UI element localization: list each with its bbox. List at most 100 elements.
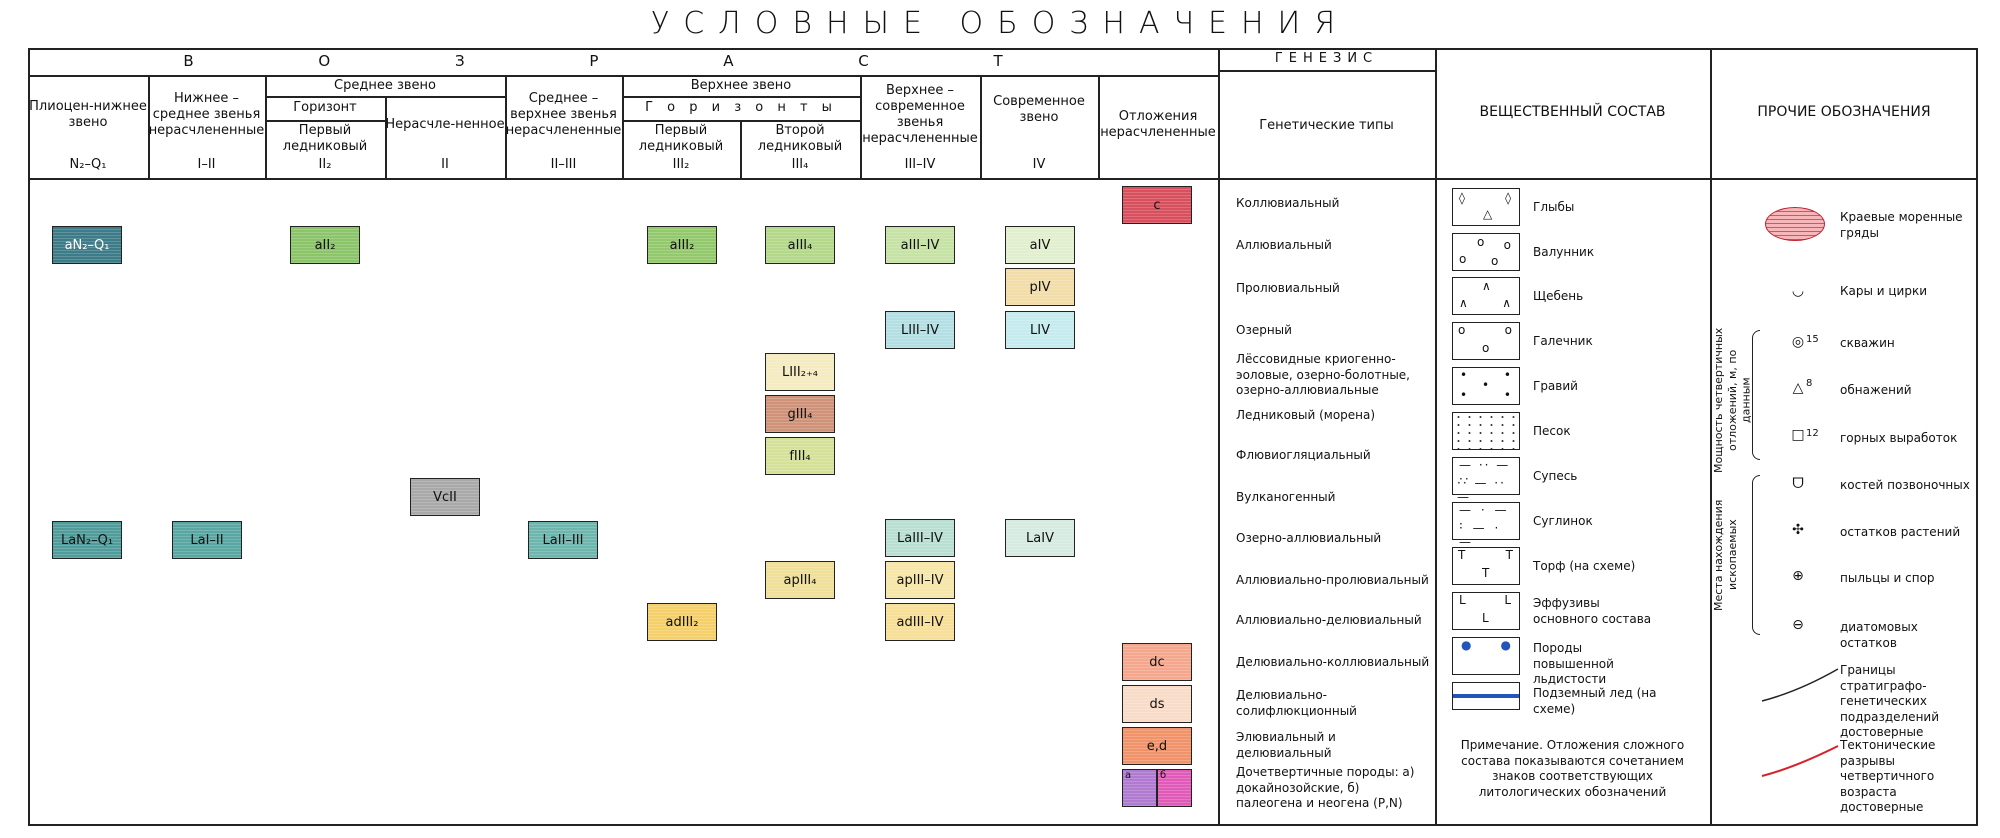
unit-pre-quaternary-a: а [1122,769,1157,807]
age-header: В О З Р А С Т [183,52,1063,71]
genetic-types-header: Генетические типы [1259,118,1394,134]
composition-label: Песок [1533,424,1571,438]
divider [622,75,624,178]
plant-remains-icon: ✣ [1792,522,1804,538]
unit-pIV: pIV [1005,268,1075,306]
divider [860,75,862,178]
gravel-symbol: ••••• [1452,367,1520,405]
col-header: Нижнее – среднее звенья нерасчлененные [148,90,265,139]
thickness-group-label: Мощность четвертичных отложений, м, по д… [1712,327,1753,473]
col-header: Г о р и з о н т ы [645,100,837,116]
sandy-loam-symbol: — ·· — ···· — ·· — [1452,457,1520,504]
unit-aIII4: aIII₄ [765,226,835,264]
divider [1098,75,1100,178]
col-header: Верхнее звено [690,77,792,93]
boundary-line-icon [1761,668,1839,702]
col-header: Второй ледниковый [757,122,843,154]
outcrop-thickness-value: 8 [1806,378,1813,389]
unit-adIII-IV: adIII–IV [885,603,955,641]
unit-LaII-III: LaII–III [528,521,598,559]
col-header: Верхнее – современное звенья нерасчленен… [862,82,978,147]
composition-label: Суглинок [1533,514,1593,528]
col-index: IV [1032,156,1046,172]
genetic-type: Аллювиально-делювиальный [1236,613,1422,627]
col-header: Нерасчле-ненное [385,116,505,132]
col-index: II [441,156,449,172]
unit-aN2-Q1: aN₂–Q₁ [52,226,122,264]
sand-symbol [1452,412,1520,450]
fossil-group-label: Места нахождения ископаемых [1712,499,1739,611]
unit-c: c [1122,186,1192,224]
other-label: горных выработок [1840,431,1958,445]
divider [1435,48,1437,826]
other-label: скважин [1840,336,1895,350]
legend-title: УСЛОВНЫЕ ОБОЗНАЧЕНИЯ [650,6,1350,41]
col-index: III₂ [672,156,690,172]
genetic-type: Озерный [1236,323,1292,337]
outcrop-icon: △ [1792,380,1804,396]
col-index: N₂–Q₁ [69,156,107,172]
ice-rich-symbol: ●● [1452,637,1520,675]
composition-header: ВЕЩЕСТВЕННЫЙ СОСТАВ [1479,104,1666,121]
unit-aIII2: aIII₂ [647,226,717,264]
divider [740,120,742,178]
genetic-type: Аллювиально-пролювиальный [1236,573,1429,587]
other-label: Тектонические разрывы четвертичного возр… [1840,738,1936,815]
divider [1218,70,1435,72]
col-index: III–IV [904,156,936,172]
col-header: Плиоцен-нижнее звено [29,98,147,130]
other-header: ПРОЧИЕ ОБОЗНАЧЕНИЯ [1757,104,1931,121]
col-index: I–II [197,156,216,172]
divider [1710,48,1712,826]
col-index: III₄ [791,156,809,172]
composition-label: Эффузивы основного состава [1533,596,1652,626]
unit-pre-quaternary-b: б [1157,769,1192,807]
unit-apIII4: apIII₄ [765,561,835,599]
col-header: Современное звено [993,93,1085,125]
other-label: костей позвоночных [1840,478,1970,492]
genetic-type: Вулканогенный [1236,490,1336,504]
diatoms-icon: ⊖ [1792,617,1804,633]
fault-line-icon [1761,745,1839,777]
composition-note: Примечание. Отложения сложного состава п… [1460,738,1685,799]
unit-dc: dc [1122,643,1192,681]
composition-label: Породы повышенной льдистости [1533,641,1614,687]
composition-label: Глыбы [1533,200,1575,214]
unit-aIII-IV: aIII–IV [885,226,955,264]
col-index: II–III [550,156,577,172]
composition-label: Гравий [1533,379,1578,393]
unit-LIV: LIV [1005,311,1075,349]
genetic-type: Озерно-аллювиальный [1236,531,1382,545]
composition-label: Щебень [1533,289,1584,303]
cirque-icon: ◡ [1791,283,1805,299]
genetic-type: Делювиально-солифлюкционный [1236,688,1357,718]
genetic-type: Делювиально-коллювиальный [1236,655,1430,669]
unit-LIII2+4: LIII₂₊₄ [765,353,835,391]
composition-label: Супесь [1533,469,1578,483]
loam-symbol: — · — ·· — · — [1452,502,1520,549]
genetic-type: Ледниковый (морена) [1236,408,1376,422]
divider [622,96,860,98]
divider [148,75,150,178]
col-header: Отложения нерасчлененные [1100,108,1216,140]
unit-aIV: aIV [1005,226,1075,264]
genetic-type: Флювиогляциальный [1236,448,1371,462]
genetic-type: Лёссовидные криогенно-эоловые, озерно-бо… [1236,352,1410,398]
other-label: диатомовых остатков [1840,620,1918,650]
working-thickness-value: 12 [1806,428,1819,439]
unit-adIII2: adIII₂ [647,603,717,641]
unit-LaIII-IV: LaIII–IV [885,519,955,557]
rubble-symbol: ∧∧∧ [1452,277,1520,315]
other-label: Краевые моренные гряды [1840,210,1963,240]
legend-table [28,48,1978,826]
composition-label: Подземный лед (на схеме) [1533,686,1657,716]
genetic-type: Пролювиальный [1236,281,1340,295]
unit-LaN2-Q1: LaN₂–Q₁ [52,521,122,559]
vertebrate-bones-icon: ᗜ [1792,476,1804,492]
moraine-ridge-icon [1765,207,1825,241]
divider [265,120,385,122]
mine-working-icon: □ [1791,427,1805,443]
